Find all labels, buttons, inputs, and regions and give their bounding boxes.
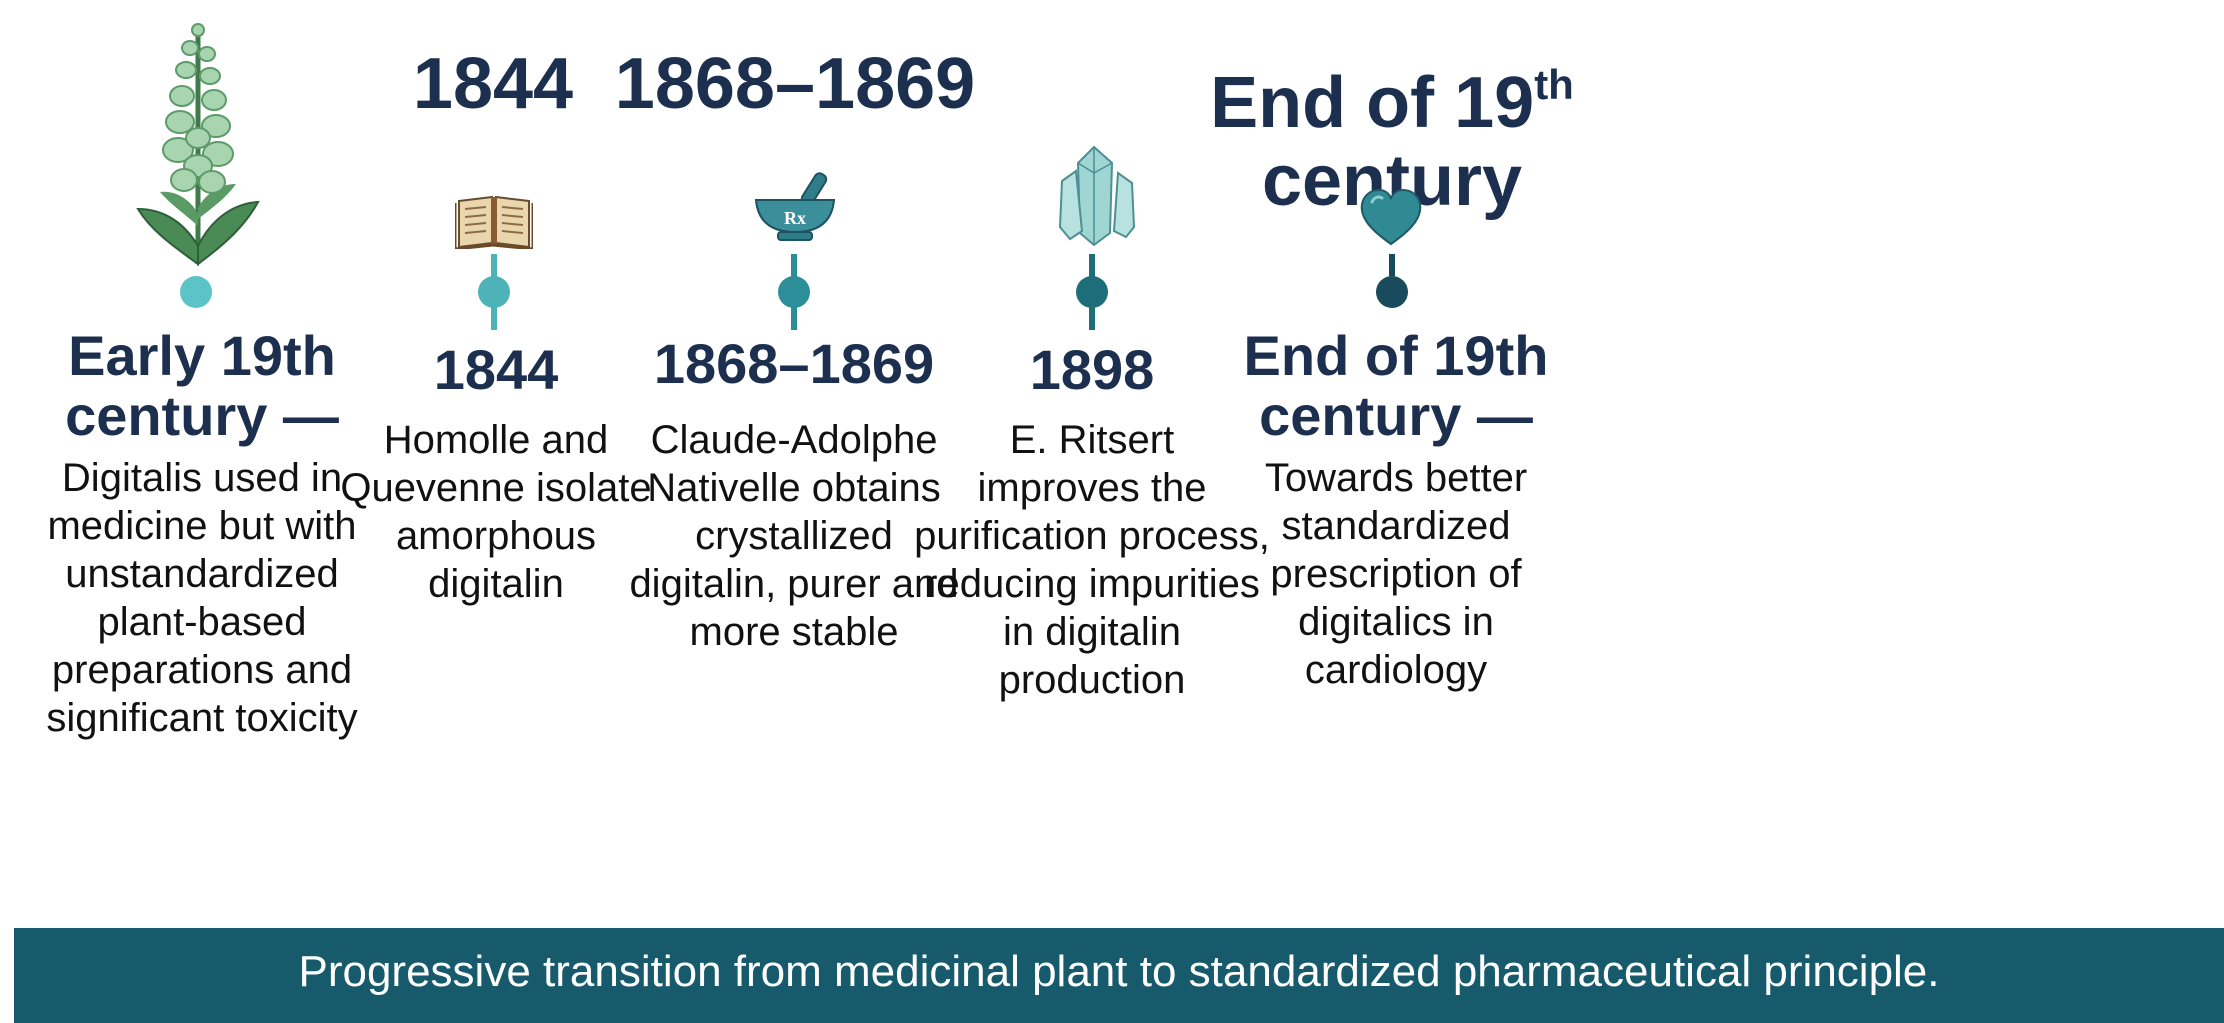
desc-line: digitalin, purer and <box>629 562 959 606</box>
desc-line: digitalin <box>428 562 564 606</box>
event-early-19th: Early 19th century — Digitalis used in m… <box>0 326 422 742</box>
event-end-19th: End of 19th century — Towards better sta… <box>1176 326 1616 694</box>
desc-line: Quevenne isolate <box>340 466 652 510</box>
event-1868-1869: 1868–1869 Claude-Adolphe Nativelle obtai… <box>574 334 1014 656</box>
timeline-node-1 <box>180 276 212 308</box>
event-1898: 1898 E. Ritsert improves the purificatio… <box>872 340 1312 704</box>
desc-line: Towards better <box>1264 456 1528 500</box>
desc-line: in digitalin <box>1003 610 1181 654</box>
timeline-node-4 <box>1076 254 1108 330</box>
desc-line: crystallized <box>695 514 893 558</box>
event-title: End of 19th century — <box>1176 326 1616 446</box>
event-1844: 1844 Homolle and Quevenne isolate amorph… <box>276 340 716 608</box>
event-title-line1: 1898 <box>1029 338 1155 401</box>
event-title: 1868–1869 <box>574 334 1014 394</box>
mortar-pestle-icon: Rx <box>754 172 836 241</box>
top-year-label-end-19th-sup: th <box>1534 61 1574 108</box>
desc-line: Homolle and <box>383 418 609 462</box>
event-title-line1: End of 19th <box>1243 324 1549 387</box>
crystal-icon <box>1058 145 1136 247</box>
timeline-node-5 <box>1376 254 1408 308</box>
desc-line: improves the <box>977 466 1207 510</box>
event-title-line2: century — <box>1259 384 1533 447</box>
desc-line: unstandardized <box>65 552 339 596</box>
top-year-label-end-19th-main: End of 19 <box>1210 63 1535 143</box>
open-book-icon <box>455 195 533 249</box>
desc-line: prescription of <box>1270 552 1522 596</box>
desc-line: purification process, <box>914 514 1270 558</box>
timeline-node-3 <box>778 254 810 330</box>
event-description: Digitalis used in medicine but with unst… <box>0 454 422 742</box>
event-description: Homolle and Quevenne isolate amorphous d… <box>276 416 716 608</box>
event-title-line1: Early 19th <box>68 324 336 387</box>
desc-line: medicine but with <box>47 504 357 548</box>
event-description: E. Ritsert improves the purification pro… <box>872 416 1312 704</box>
mortar-rx-label: Rx <box>784 208 806 228</box>
desc-line: Digitalis used in <box>61 456 343 500</box>
desc-line: amorphous <box>395 514 597 558</box>
heart-icon <box>1360 188 1422 246</box>
desc-line: reducing impurities <box>924 562 1260 606</box>
event-title: 1844 <box>276 340 716 400</box>
desc-line: cardiology <box>1304 648 1488 692</box>
desc-line: significant toxicity <box>46 696 358 740</box>
desc-line: more stable <box>689 610 899 654</box>
desc-line: Claude-Adolphe <box>650 418 938 462</box>
foxglove-plant-icon <box>136 23 260 266</box>
event-title: 1898 <box>872 340 1312 400</box>
event-title-line1: 1868–1869 <box>653 332 935 395</box>
event-title-line1: 1844 <box>433 338 559 401</box>
desc-line: plant-based <box>97 600 307 644</box>
desc-line: digitalics in <box>1298 600 1494 644</box>
desc-line: production <box>998 658 1186 702</box>
desc-line: E. Ritsert <box>1009 418 1175 462</box>
desc-line: standardized <box>1281 504 1511 548</box>
event-description: Claude-Adolphe Nativelle obtains crystal… <box>574 416 1014 656</box>
footer-text: Progressive transition from medicinal pl… <box>298 947 1940 996</box>
top-year-label-1844: 1844 <box>412 44 574 124</box>
top-year-label-1868-1869: 1868–1869 <box>614 44 976 124</box>
desc-line: Nativelle obtains <box>647 466 941 510</box>
event-description: Towards better standardized prescription… <box>1176 454 1616 694</box>
timeline-node-2 <box>478 254 510 330</box>
desc-line: preparations and <box>51 648 353 692</box>
event-title-line2: century — <box>65 384 339 447</box>
event-title: Early 19th century — <box>0 326 422 446</box>
footer-band: Progressive transition from medicinal pl… <box>14 928 2224 1023</box>
